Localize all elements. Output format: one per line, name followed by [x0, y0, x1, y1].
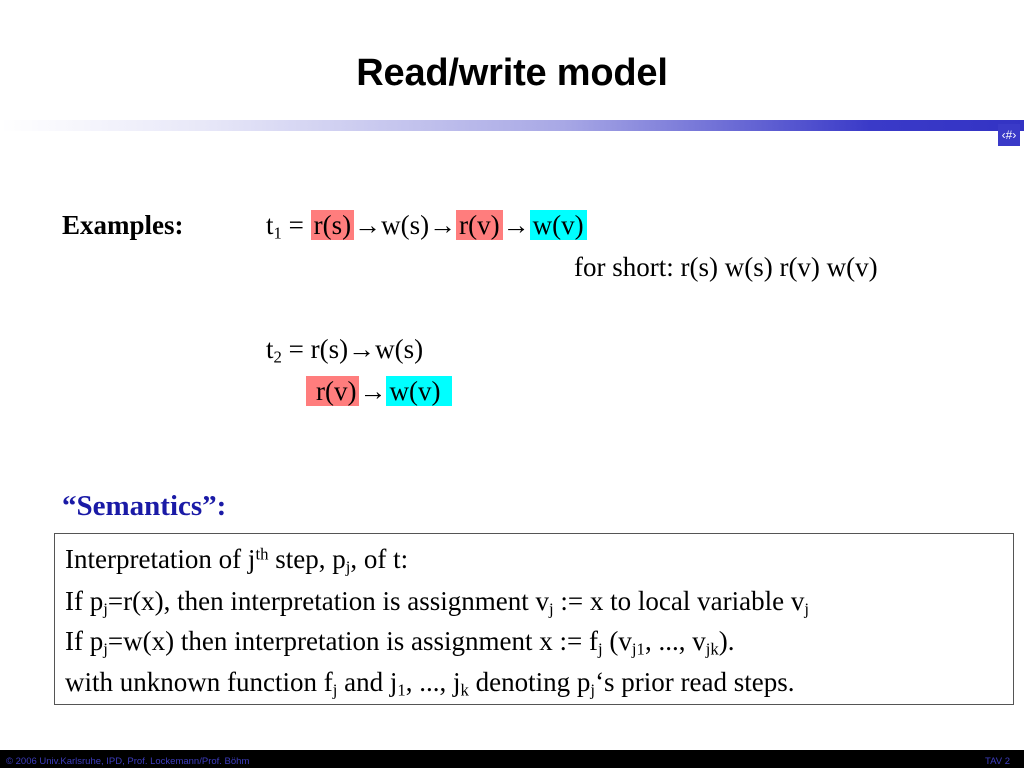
title-underline-bar: [0, 120, 1024, 131]
arrow-icon: →: [348, 334, 376, 364]
t1-read-s: r(s): [310, 210, 355, 240]
semantics-line-2: If pj=r(x), then interpretation is assig…: [65, 586, 809, 619]
slide-number-badge: ‹#›: [998, 124, 1020, 146]
t2-sequence-line1: t2 = r(s)→w(s): [266, 334, 424, 367]
t2-read-s: r(s): [310, 334, 349, 364]
footer-page-label: TAV 2: [985, 756, 1010, 767]
t1-equals: =: [288, 210, 304, 240]
examples-label: Examples:: [62, 210, 184, 240]
t2-name: t2: [266, 334, 282, 367]
t2-equals: =: [288, 334, 304, 364]
t2-sequence-line2: r(v)→w(v): [306, 376, 453, 406]
t1-write-s: w(s): [381, 210, 430, 240]
footer-copyright: © 2006 Univ.Karlsruhe, IPD, Prof. Lockem…: [6, 756, 250, 767]
arrow-icon: →: [359, 376, 387, 406]
semantics-box: Interpretation of jth step, pj, of t: If…: [54, 533, 1014, 705]
footer-bar: © 2006 Univ.Karlsruhe, IPD, Prof. Lockem…: [0, 750, 1024, 768]
t2-write-v: w(v): [386, 376, 453, 406]
t1-read-v: r(v): [456, 210, 503, 240]
semantics-heading: “Semantics”:: [62, 490, 227, 522]
t1-short-form: for short: r(s) w(s) r(v) w(v): [574, 252, 878, 282]
semantics-line-1: Interpretation of jth step, pj, of t:: [65, 544, 409, 577]
t2-write-s: w(s): [375, 334, 424, 364]
arrow-icon: →: [502, 210, 530, 240]
t1-name: t1: [266, 210, 282, 243]
t1-sequence: t1 = r(s)→w(s)→r(v)→w(v): [266, 210, 587, 243]
t2-read-v: r(v): [306, 376, 360, 406]
arrow-icon: →: [354, 210, 382, 240]
semantics-line-3: If pj=w(x) then interpretation is assign…: [65, 626, 735, 659]
arrow-icon: →: [429, 210, 457, 240]
slide-title: Read/write model: [356, 52, 668, 94]
t1-write-v: w(v): [529, 210, 587, 240]
semantics-line-4: with unknown function fj and j1, ..., jk…: [65, 667, 795, 700]
